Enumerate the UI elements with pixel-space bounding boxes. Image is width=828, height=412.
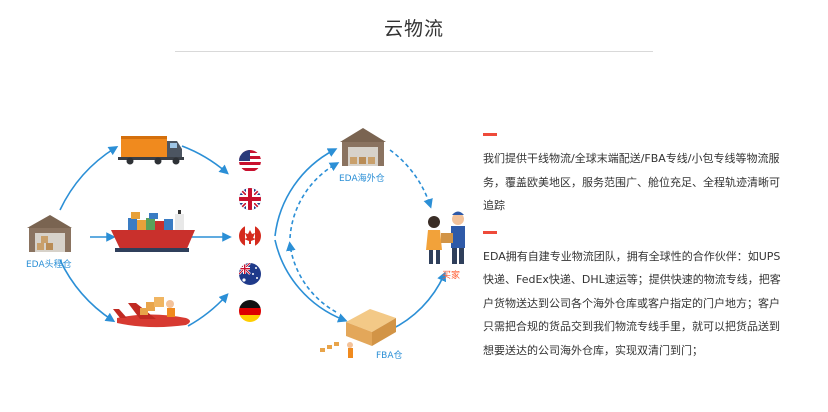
australia-flag-icon [239, 263, 261, 285]
us-flag-icon [239, 150, 261, 172]
page-title: 云物流 [383, 18, 444, 40]
eda-head-warehouse-label: EDA头程仓 [26, 260, 72, 270]
title-divider [175, 51, 653, 52]
accent-dash [483, 133, 497, 136]
service-paragraph-2: EDA拥有自建专业物流团队，拥有全球性的合作伙伴：如UPS快递、FedEx快递、… [483, 249, 781, 357]
buyer-courier-icon [426, 211, 465, 264]
service-description: 我们提供干线物流/全球末端配送/FBA专线/小包专线等物流服务，覆盖欧美地区，服… [483, 133, 783, 362]
left-route-arcs [59, 145, 232, 327]
buyer-label: 买家 [442, 271, 461, 281]
service-paragraph-1: 我们提供干线物流/全球末端配送/FBA专线/小包专线等物流服务，覆盖欧美地区，服… [483, 152, 780, 212]
right-route-arcs [274, 148, 446, 331]
eda-overseas-warehouse-icon [340, 128, 386, 166]
eda-overseas-warehouse-label: EDA海外仓 [339, 174, 385, 184]
airplane-icon [113, 297, 190, 328]
germany-flag-icon [239, 300, 261, 322]
uk-flag-icon [239, 188, 261, 210]
canada-flag-icon [239, 225, 261, 247]
cargo-ship-icon [111, 210, 195, 252]
truck-icon [118, 136, 184, 165]
fba-warehouse-label: FBA仓 [376, 351, 403, 361]
fba-warehouse-icon [320, 309, 396, 358]
accent-dash [483, 230, 497, 234]
eda-head-warehouse-icon [27, 215, 72, 252]
